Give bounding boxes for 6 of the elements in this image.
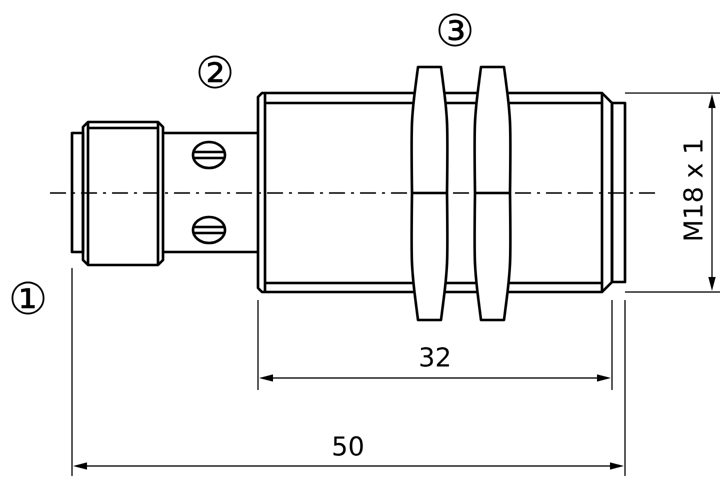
callout-number: ① — [12, 282, 44, 314]
callout-number: ② — [198, 56, 232, 88]
dimension-label: 32 — [420, 347, 449, 367]
callout-number: ③ — [438, 14, 472, 46]
dimension-label: 50 — [333, 436, 363, 456]
dimension-label: M18 x 1 — [683, 140, 703, 240]
